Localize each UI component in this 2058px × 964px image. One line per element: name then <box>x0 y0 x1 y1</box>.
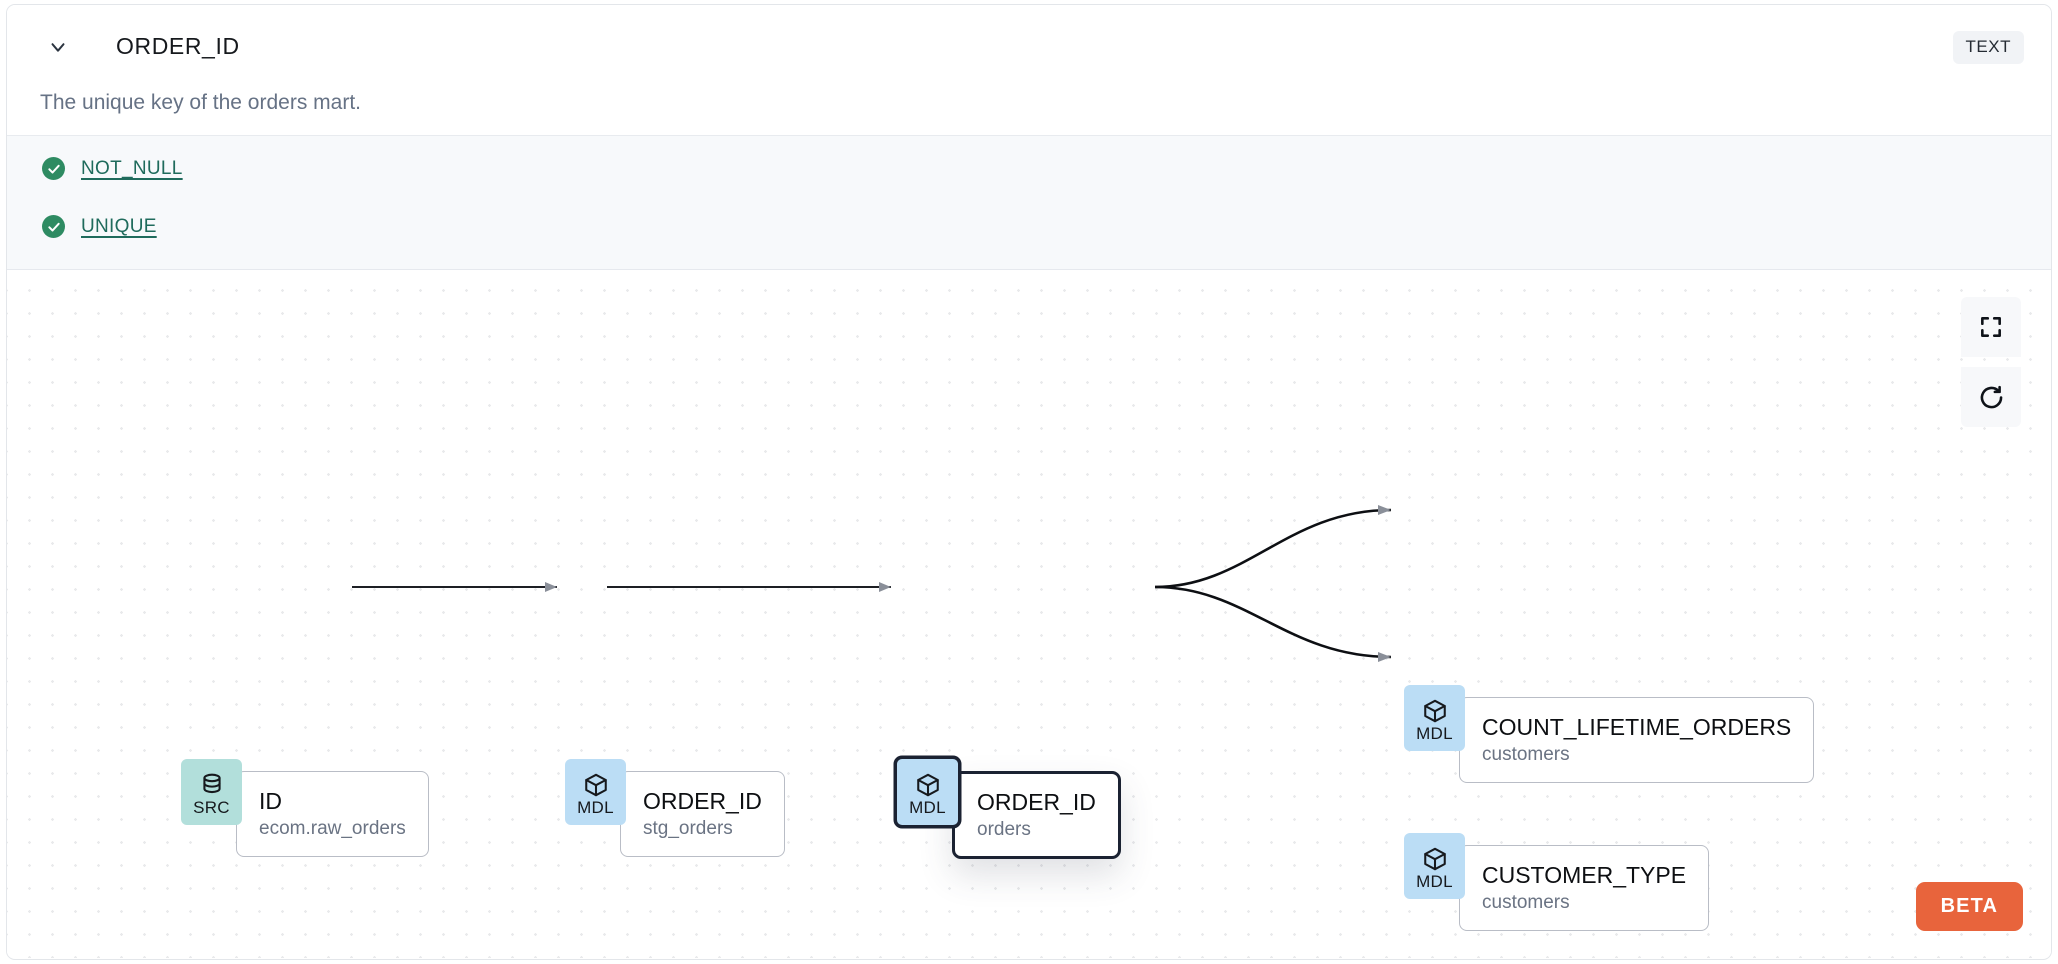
title-row: ORDER_ID <box>45 33 240 60</box>
refresh-icon <box>1980 385 2002 408</box>
test-row: NOT_NULL <box>42 157 183 180</box>
node-body: ID ecom.raw_orders <box>236 771 429 858</box>
node-badge-label: MDL <box>909 797 946 817</box>
cube-icon <box>1423 847 1446 870</box>
node-body: ORDER_ID orders <box>952 771 1121 860</box>
lineage-node-mdl-customer-type[interactable]: MDL CUSTOMER_TYPE customers <box>1404 833 1710 932</box>
node-subtitle: orders <box>977 819 1031 841</box>
node-body: ORDER_ID stg_orders <box>620 771 785 858</box>
node-body: CUSTOMER_TYPE customers <box>1459 845 1710 932</box>
page-title: ORDER_ID <box>116 33 240 59</box>
node-badge-label: MDL <box>577 797 614 817</box>
node-name: ORDER_ID <box>643 788 762 814</box>
reset-button[interactable] <box>1961 367 2021 427</box>
node-badge-mdl: MDL <box>565 759 626 825</box>
database-icon <box>202 773 221 793</box>
lineage-node-mdl-orders[interactable]: MDL ORDER_ID orders <box>897 759 1121 860</box>
node-badge-label: MDL <box>1416 871 1453 891</box>
panel-header: ORDER_ID TEXT The unique key of the orde… <box>7 5 2051 135</box>
node-name: ORDER_ID <box>977 789 1096 815</box>
test-link-unique[interactable]: UNIQUE <box>81 215 157 237</box>
lineage-node-src-id[interactable]: SRC ID ecom.raw_orders <box>181 759 429 858</box>
column-detail-panel: ORDER_ID TEXT The unique key of the orde… <box>6 4 2052 960</box>
fullscreen-icon <box>1981 317 2001 337</box>
check-circle-icon <box>42 157 65 180</box>
node-body: COUNT_LIFETIME_ORDERS customers <box>1459 697 1815 784</box>
node-name: ID <box>259 788 282 814</box>
node-badge-mdl: MDL <box>1404 833 1465 899</box>
check-circle-icon <box>42 215 65 238</box>
test-link-not-null[interactable]: NOT_NULL <box>81 157 183 179</box>
beta-badge[interactable]: BETA <box>1915 882 2023 931</box>
node-subtitle: customers <box>1482 892 1570 914</box>
lineage-canvas[interactable]: SRC ID ecom.raw_orders MDL ORDER_ID stg_… <box>7 270 2051 958</box>
node-subtitle: ecom.raw_orders <box>259 818 406 840</box>
cube-icon <box>1423 699 1446 722</box>
fit-view-button[interactable] <box>1961 297 2021 357</box>
cube-icon <box>916 773 939 796</box>
column-type-badge: TEXT <box>1952 31 2024 64</box>
node-badge-label: SRC <box>193 797 230 817</box>
lineage-node-mdl-count-lifetime-orders[interactable]: MDL COUNT_LIFETIME_ORDERS customers <box>1404 685 1815 784</box>
cube-icon <box>584 773 607 796</box>
node-badge-mdl: MDL <box>897 759 958 825</box>
node-badge-label: MDL <box>1416 723 1453 743</box>
test-row: UNIQUE <box>42 215 157 238</box>
chevron-down-icon[interactable] <box>45 34 71 60</box>
node-subtitle: stg_orders <box>643 818 733 840</box>
node-badge-src: SRC <box>181 759 242 825</box>
node-badge-mdl: MDL <box>1404 685 1465 751</box>
tests-section: NOT_NULL UNIQUE <box>7 135 2051 270</box>
lineage-node-mdl-stg-orders[interactable]: MDL ORDER_ID stg_orders <box>565 759 785 858</box>
node-subtitle: customers <box>1482 744 1570 766</box>
column-description: The unique key of the orders mart. <box>40 91 361 114</box>
node-name: COUNT_LIFETIME_ORDERS <box>1482 714 1792 740</box>
node-name: CUSTOMER_TYPE <box>1482 862 1687 888</box>
canvas-controls <box>1961 297 2021 427</box>
